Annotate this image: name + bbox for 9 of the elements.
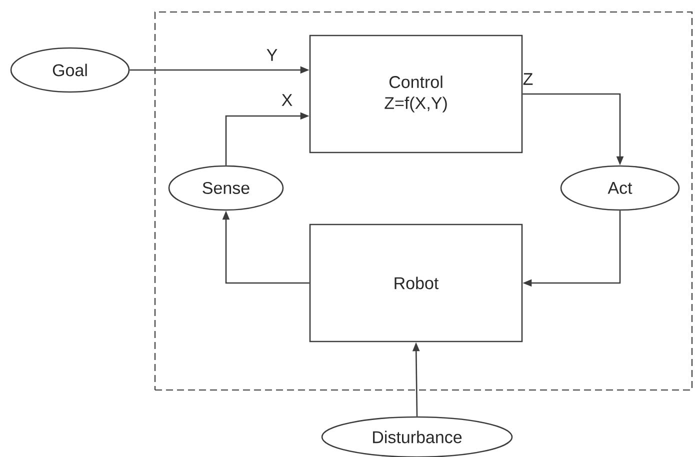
- edge-label: X: [282, 94, 292, 106]
- dashed-boundary: [154, 11, 693, 391]
- ellipse-node: Act: [560, 165, 680, 211]
- ellipse-node: Sense: [168, 165, 284, 211]
- process-box: Robot: [309, 224, 523, 342]
- edge-label: Z: [523, 73, 533, 85]
- ellipse-node: Goal: [10, 47, 130, 93]
- process-box: Control Z=f(X,Y): [309, 34, 523, 154]
- edge-label: Y: [266, 49, 278, 61]
